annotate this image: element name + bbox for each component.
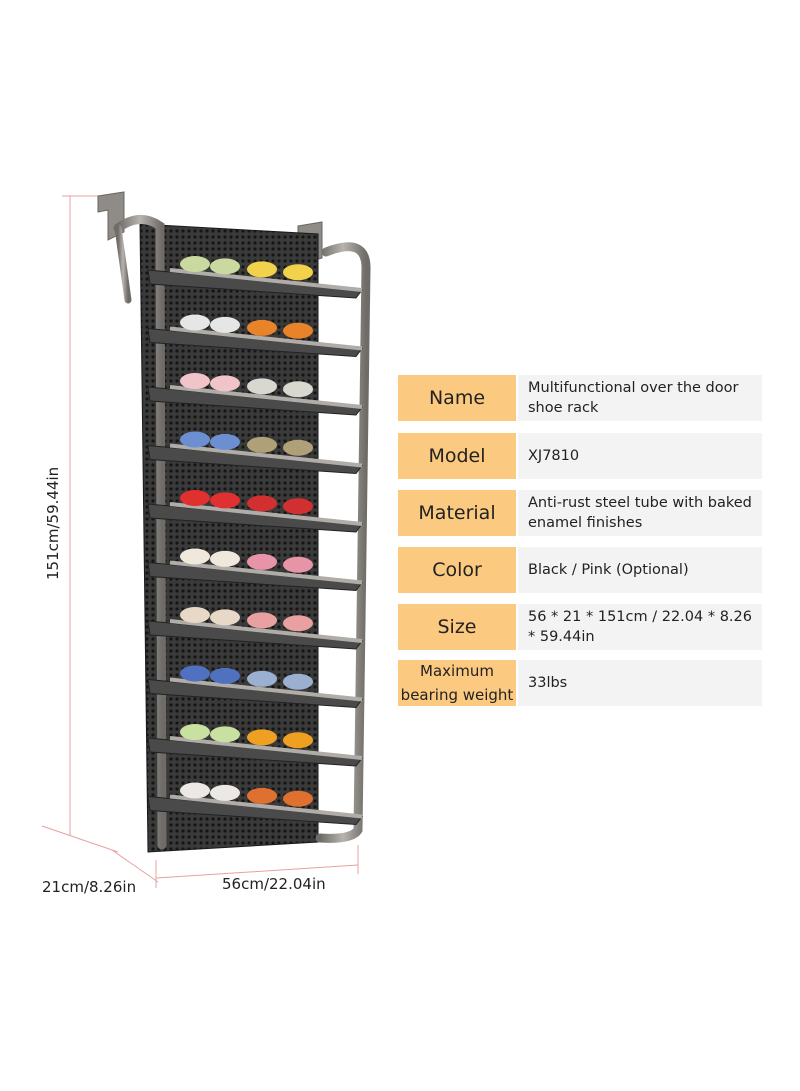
- shoe: [247, 378, 277, 395]
- shelf-rod: [169, 794, 363, 819]
- shoe: [180, 724, 210, 740]
- shoe: [283, 264, 313, 281]
- shoe: [247, 553, 277, 570]
- shoe: [210, 784, 240, 801]
- spec-row-name: Name Multifunctional over the door shoe …: [398, 375, 762, 421]
- shelves: [147, 256, 363, 826]
- spec-row-size: Size 56 * 21 * 151cm / 22.04 * 8.26 * 59…: [398, 604, 762, 650]
- shoe: [180, 256, 210, 272]
- shoe: [180, 782, 210, 799]
- shoe: [180, 314, 210, 331]
- shoe: [247, 436, 277, 453]
- shelf-rod: [169, 385, 363, 409]
- shoe: [180, 490, 210, 506]
- shoe: [283, 381, 313, 398]
- shoe: [247, 495, 277, 512]
- shoe: [283, 439, 313, 456]
- shoe: [283, 556, 313, 573]
- spec-value: XJ7810: [518, 433, 762, 479]
- shelf-rod: [169, 502, 363, 526]
- shoe: [180, 548, 210, 565]
- spec-key: Maximum bearing weight: [398, 660, 516, 706]
- shoe: [210, 550, 240, 567]
- depth-dimension-label: 21cm/8.26in: [42, 878, 137, 896]
- shoe: [180, 665, 210, 682]
- spec-key: Color: [398, 547, 516, 593]
- height-dimension-label: 151cm/59.44in: [44, 466, 62, 580]
- width-dimension-label: 56cm/22.04in: [222, 875, 326, 893]
- spec-row-max-weight: Maximum bearing weight 33lbs: [398, 660, 762, 706]
- spec-value: 33lbs: [518, 660, 762, 706]
- shoe: [180, 607, 210, 623]
- spec-row-model: Model XJ7810: [398, 433, 762, 479]
- spec-row-color: Color Black / Pink (Optional): [398, 547, 762, 593]
- shoe: [283, 732, 313, 749]
- shoe: [210, 609, 240, 626]
- shelf-rod: [169, 736, 363, 760]
- shelf-rod: [169, 268, 363, 292]
- spec-value: 56 * 21 * 151cm / 22.04 * 8.26 * 59.44in: [518, 604, 762, 650]
- spec-key: Name: [398, 375, 516, 421]
- shoe: [283, 790, 313, 807]
- side-frame: [113, 215, 371, 850]
- shoe: [210, 375, 240, 392]
- spec-row-material: Material Anti-rust steel tube with baked…: [398, 490, 762, 536]
- shoe: [210, 433, 240, 450]
- shoe: [247, 319, 277, 336]
- shoe: [247, 261, 277, 278]
- shoe: [247, 729, 277, 746]
- shoe: [247, 612, 277, 629]
- shoe: [180, 373, 210, 389]
- shoe: [283, 322, 313, 339]
- shelf-rod: [169, 443, 363, 468]
- shoe: [210, 258, 240, 275]
- shoe: [283, 498, 313, 515]
- spec-value: Black / Pink (Optional): [518, 547, 762, 593]
- spec-value: Anti-rust steel tube with baked enamel f…: [518, 490, 762, 536]
- spec-key: Size: [398, 604, 516, 650]
- shelf-rod: [169, 677, 363, 702]
- shoe: [247, 670, 277, 687]
- dimension-lines: [41, 195, 359, 888]
- shoe: [210, 726, 240, 743]
- shoe: [210, 492, 240, 509]
- shelf-rod: [169, 326, 363, 351]
- shoe: [283, 673, 313, 690]
- shoe: [247, 787, 277, 804]
- shelf-rod: [169, 560, 363, 585]
- shoe: [210, 667, 240, 684]
- spec-value: Multifunctional over the door shoe rack: [518, 375, 762, 421]
- spec-key: Model: [398, 433, 516, 479]
- shoe: [210, 316, 240, 333]
- spec-key: Material: [398, 490, 516, 536]
- shelf-rod: [169, 619, 363, 643]
- shoe: [180, 431, 210, 448]
- shoe: [283, 615, 313, 632]
